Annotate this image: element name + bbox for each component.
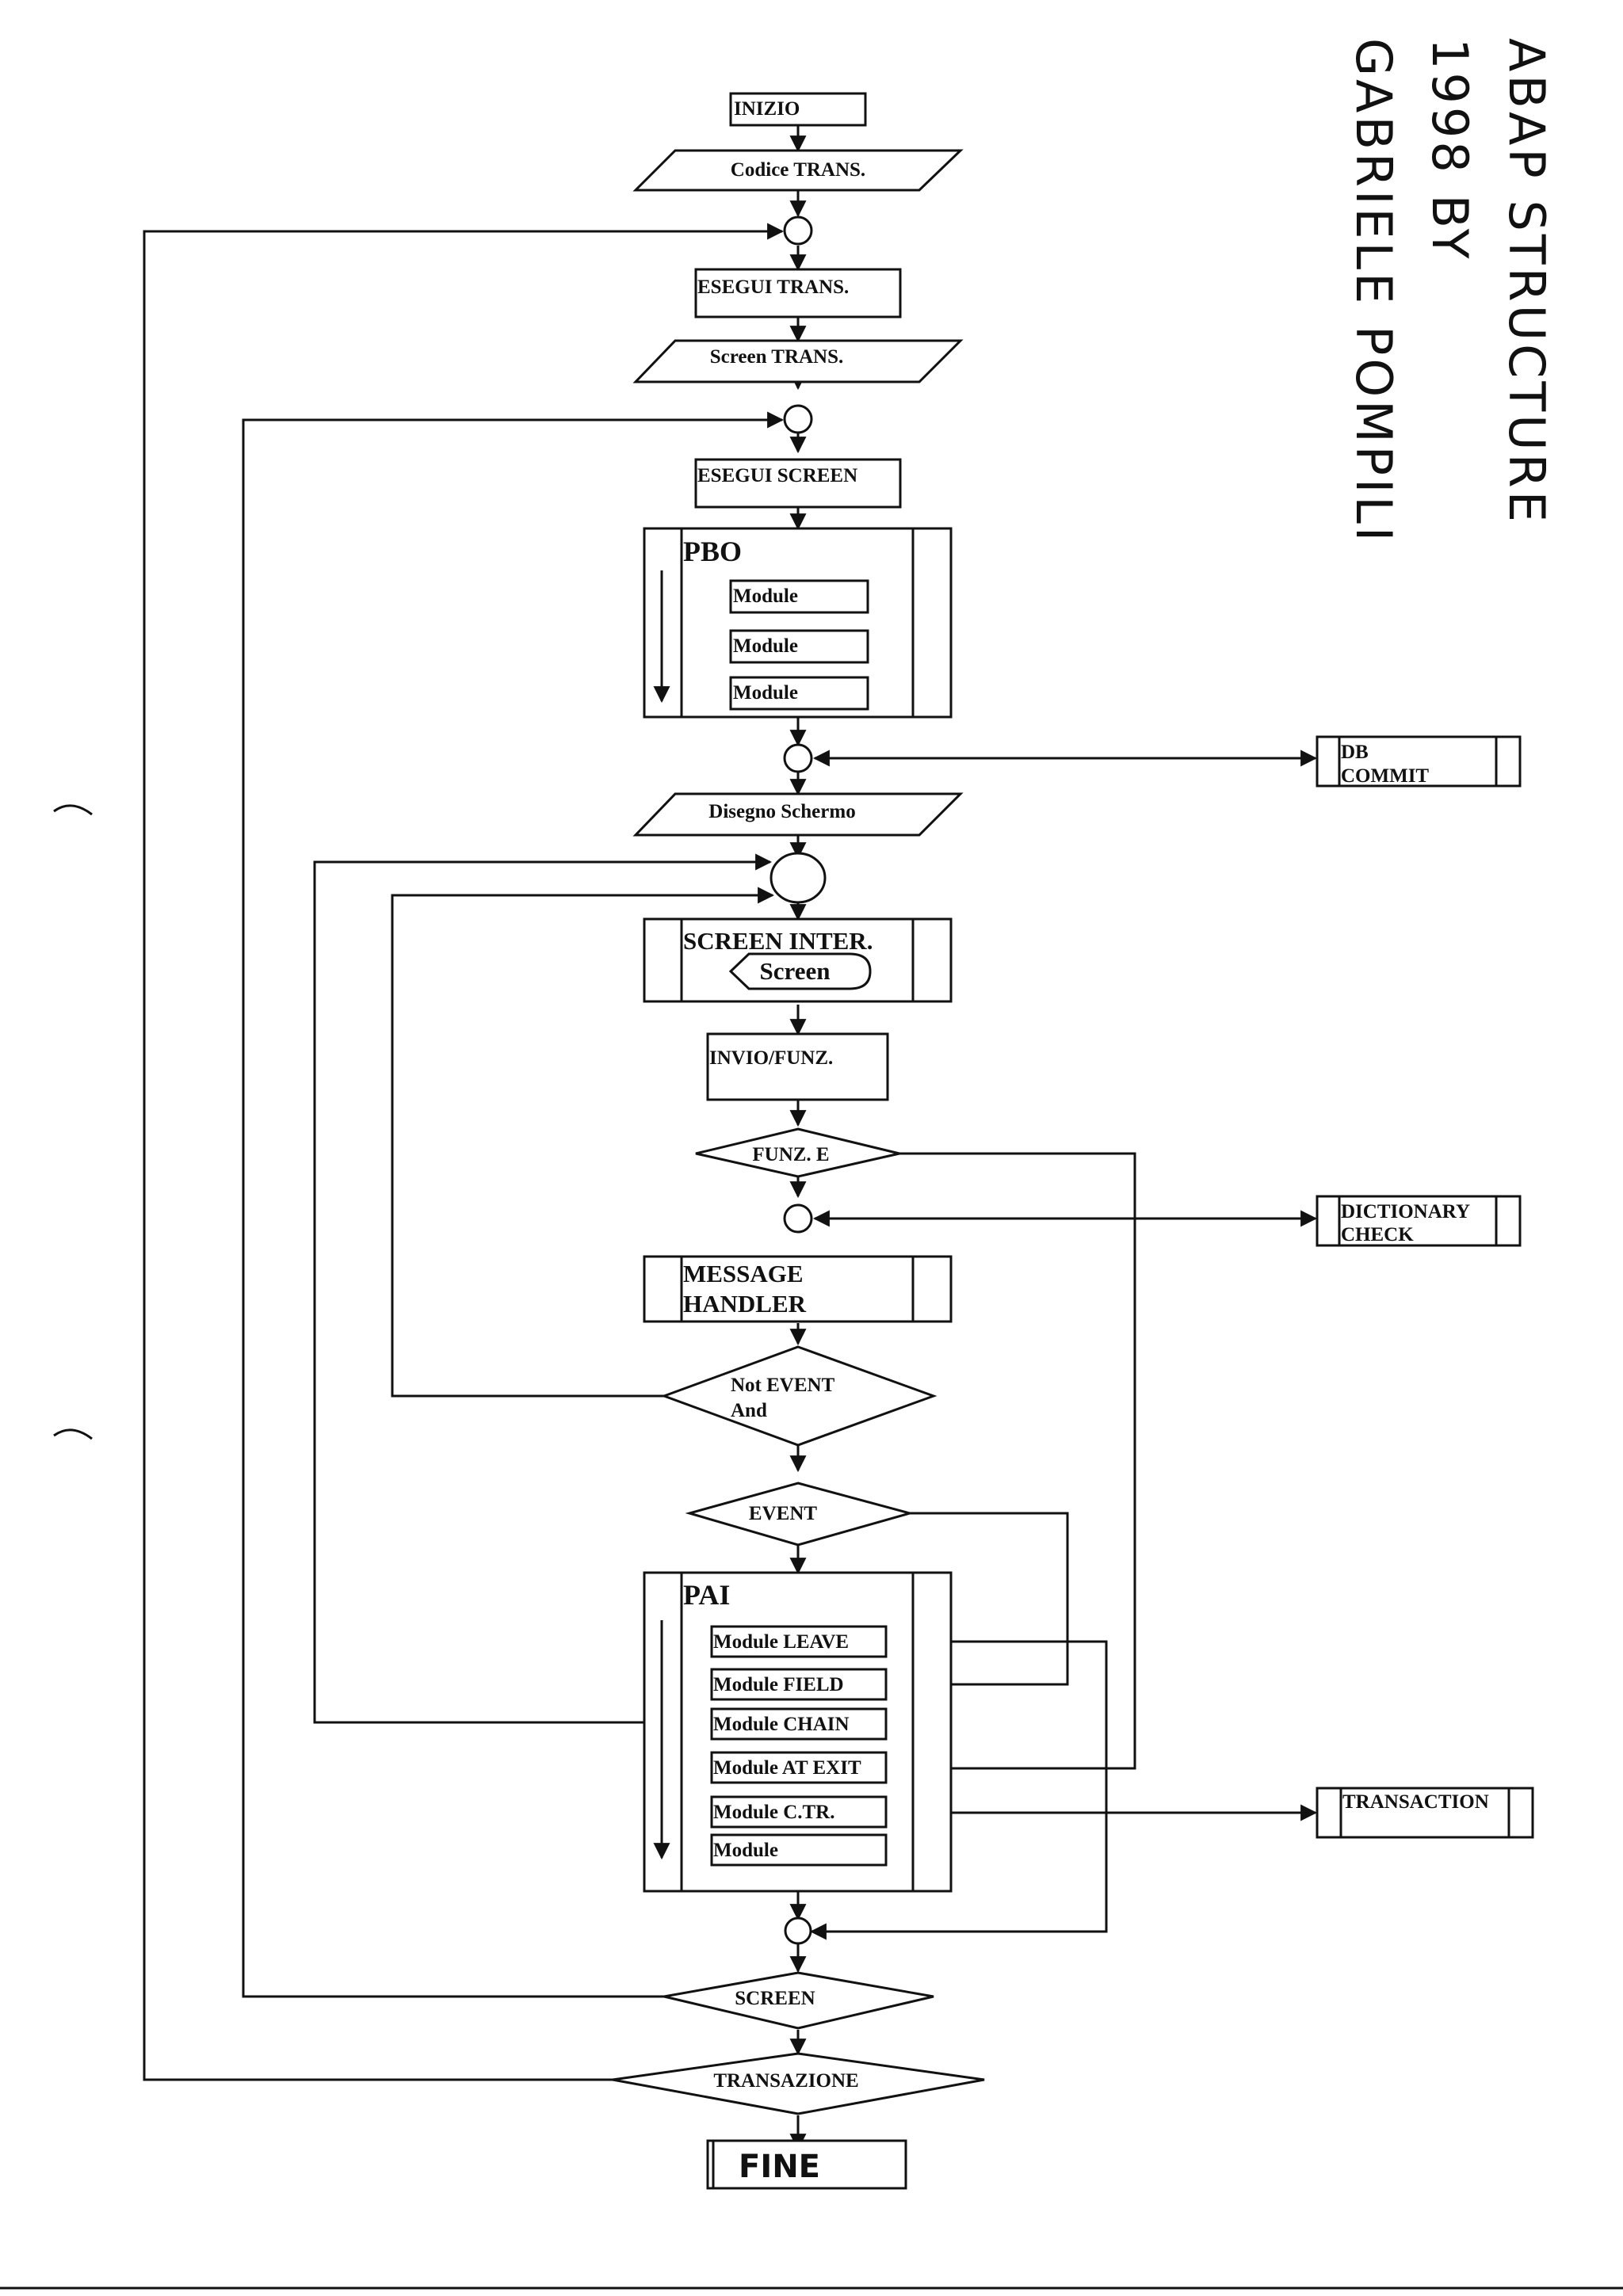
- event-label: EVENT: [749, 1503, 817, 1524]
- scan-marks: [0, 804, 1623, 2290]
- db-commit-label-1: DB: [1341, 742, 1369, 763]
- esegui-screen-label: ESEGUI SCREEN: [697, 465, 857, 486]
- message-handler-label-2: HANDLER: [683, 1290, 807, 1318]
- not-event-label-2: And: [731, 1400, 767, 1421]
- pbo-module-3-label: Module: [733, 682, 798, 704]
- node-pai: PAI Module LEAVE Module FIELD Module CHA…: [643, 1571, 953, 1893]
- pbo-module-3: [729, 676, 869, 711]
- screen-inter-title: SCREEN INTER.: [683, 927, 873, 955]
- node-esegui-trans: ESEGUI TRANS.: [694, 268, 902, 318]
- annotation-line-1: ABAP STRUCTURE: [1498, 38, 1556, 525]
- node-disegno-schermo: Disegno Schermo: [632, 792, 964, 837]
- pai-module-ctr: [710, 1795, 888, 1829]
- disegno-schermo-label: Disegno Schermo: [708, 801, 855, 822]
- pai-module-chain-label: Module CHAIN: [713, 1714, 850, 1735]
- node-db-commit: DB COMMIT: [1316, 735, 1522, 788]
- junction-2: [783, 404, 813, 434]
- pai-module-generic-label: Module: [713, 1840, 778, 1861]
- message-handler-label-1: MESSAGE: [683, 1260, 804, 1287]
- handwritten-annotation: ABAP STRUCTURE 1998 BY GABRIELE POMPILI: [1345, 38, 1556, 544]
- pbo-module-2: [729, 629, 869, 664]
- node-codice-trans: Codice TRANS.: [632, 149, 964, 192]
- node-invio-funz: INVIO/FUNZ.: [706, 1032, 889, 1101]
- pai-title: PAI: [683, 1579, 730, 1611]
- junction-3: [783, 743, 813, 773]
- node-screen-decision: SCREEN: [663, 1971, 934, 2030]
- node-fine: FINE: [706, 2139, 907, 2190]
- transaction-label: TRANSACTION: [1342, 1791, 1489, 1813]
- pai-module-leave-label: Module LEAVE: [713, 1631, 849, 1653]
- loop-connectors: [143, 223, 1318, 2081]
- junction-1: [783, 215, 813, 246]
- node-esegui-screen: ESEGUI SCREEN: [694, 458, 902, 509]
- node-dictionary-check: DICTIONARY CHECK: [1316, 1195, 1522, 1247]
- node-pbo: PBO Module Module Module: [643, 527, 953, 719]
- node-event: EVENT: [685, 1482, 915, 1547]
- screen-inner-label: Screen: [760, 957, 831, 985]
- invio-funz-label: INVIO/FUNZ.: [709, 1047, 833, 1069]
- screen-display-shape: [728, 952, 872, 990]
- node-message-handler: MESSAGE HANDLER: [643, 1255, 953, 1323]
- codice-trans-label: Codice TRANS.: [731, 159, 865, 181]
- dictionary-check-label-2: CHECK: [1341, 1224, 1414, 1245]
- screen-decision-label: SCREEN: [735, 1988, 815, 2009]
- transazione-label: TRANSAZIONE: [713, 2070, 858, 2092]
- funz-e-label: FUNZ. E: [752, 1144, 829, 1165]
- pai-module-field: [710, 1668, 888, 1701]
- pbo-module-2-label: Module: [733, 635, 798, 657]
- junction-screen: [769, 852, 827, 904]
- esegui-trans-label: ESEGUI TRANS.: [697, 277, 849, 298]
- pai-module-field-label: Module FIELD: [713, 1674, 844, 1695]
- inizio-label: INIZIO: [734, 98, 800, 120]
- pbo-title: PBO: [683, 536, 742, 567]
- node-screen-trans: Screen TRANS.: [632, 339, 964, 383]
- fine-label: FINE: [739, 2149, 820, 2185]
- not-event-label-1: Not EVENT: [731, 1375, 835, 1396]
- pbo-module-1: [729, 579, 869, 614]
- junction-5: [784, 1917, 812, 1945]
- pai-module-at-exit: [710, 1751, 888, 1784]
- node-inizio: INIZIO: [729, 92, 867, 127]
- node-not-event-and: Not EVENT And: [660, 1345, 938, 1447]
- junction-4: [783, 1203, 813, 1234]
- node-transaction: TRANSACTION: [1316, 1787, 1534, 1839]
- pai-module-leave: [710, 1625, 888, 1658]
- pbo-module-1-label: Module: [733, 585, 798, 607]
- node-funz-e: FUNZ. E: [695, 1127, 900, 1178]
- pai-module-chain: [710, 1707, 888, 1741]
- annotation-line-2: 1998 BY: [1421, 38, 1479, 262]
- pai-module-generic: [710, 1833, 888, 1867]
- node-screen-inter: SCREEN INTER. Screen: [643, 917, 953, 1003]
- pai-module-at-exit-label: Module AT EXIT: [713, 1757, 861, 1779]
- dictionary-check-label-1: DICTIONARY: [1341, 1201, 1470, 1222]
- node-transazione: TRANSAZIONE: [612, 2052, 985, 2115]
- pai-module-ctr-label: Module C.TR.: [713, 1802, 834, 1823]
- annotation-line-3: GABRIELE POMPILI: [1345, 38, 1403, 544]
- db-commit-label-2: COMMIT: [1341, 765, 1429, 787]
- screen-trans-label: Screen TRANS.: [710, 346, 844, 368]
